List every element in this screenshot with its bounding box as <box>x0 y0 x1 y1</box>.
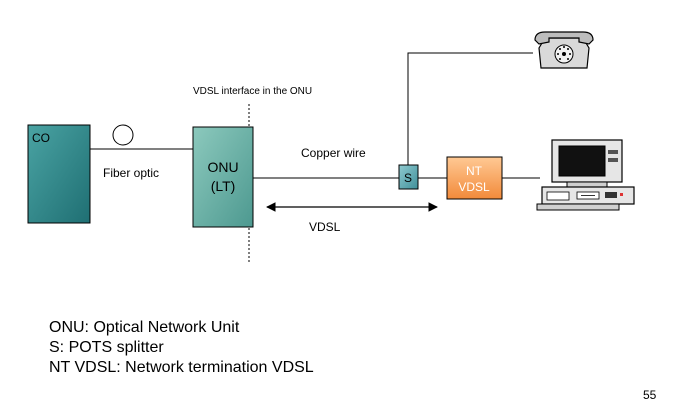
nt-label-line2: VDSL <box>458 180 490 194</box>
nt-vdsl-box <box>446 156 503 200</box>
interface-label: VDSL interface in the ONU <box>193 86 312 97</box>
legend-item-splitter: S: POTS splitter <box>49 339 164 356</box>
fiber-loop-icon <box>112 124 134 146</box>
co-box <box>27 124 91 224</box>
nt-label-line1: NT <box>466 164 483 178</box>
vdsl-label: VDSL <box>309 220 341 234</box>
onu-box <box>192 126 254 228</box>
page-number: 55 <box>643 388 657 402</box>
telephone-icon <box>534 31 594 69</box>
legend-item-nt-vdsl: NT VDSL: Network termination VDSL <box>49 359 314 376</box>
copper-label: Copper wire <box>301 146 366 160</box>
computer-icon <box>536 139 635 211</box>
onu-label-line1: ONU <box>207 159 238 175</box>
phone-line <box>407 52 533 165</box>
splitter-label: S <box>404 171 412 185</box>
onu-label-line2: (LT) <box>211 178 236 194</box>
co-label: CO <box>32 131 50 145</box>
legend: ONU: Optical Network Unit S: POTS splitt… <box>49 318 314 378</box>
fiber-label: Fiber optic <box>103 166 159 180</box>
legend-item-onu: ONU: Optical Network Unit <box>49 319 240 336</box>
